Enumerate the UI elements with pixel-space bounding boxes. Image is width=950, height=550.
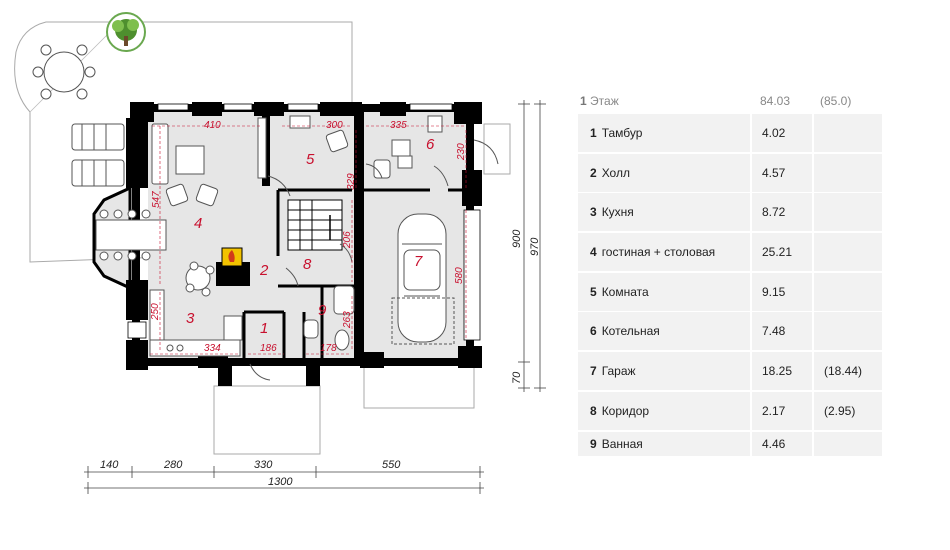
boiler-equipment [373, 115, 443, 179]
room-area: 4.02 [752, 114, 812, 152]
room-name: Кухня [601, 205, 634, 220]
car-icon [391, 213, 455, 345]
dim-right-70: 70 [511, 371, 523, 384]
room-area: 9.15 [752, 272, 812, 311]
dim-334: 334 [204, 343, 221, 354]
room-area: 25.21 [752, 233, 812, 272]
dim-total-1300: 1300 [268, 476, 293, 488]
dim-206: 206 [342, 231, 353, 249]
room-name: гостиная + столовая [601, 245, 716, 260]
room-area-alt [814, 312, 882, 351]
room-number-6: 6 [426, 136, 435, 153]
room-area: 8.72 [752, 193, 812, 232]
room-area: 18.25 [752, 352, 812, 391]
room-area: 2.17 [752, 391, 812, 430]
dim-230: 230 [456, 143, 467, 161]
dim-300: 300 [326, 120, 343, 131]
wall-blocks [126, 102, 482, 386]
living-room-furniture [95, 117, 267, 297]
room-area: 4.46 [752, 431, 812, 456]
dim-right-900: 900 [511, 229, 523, 248]
room-number-1: 1 [260, 320, 268, 337]
kitchen-counters [149, 289, 243, 357]
dim-right-970: 970 [529, 237, 541, 256]
garage-apron [363, 363, 475, 409]
dim-bottom-280: 280 [163, 459, 183, 471]
room-area-alt [814, 153, 882, 192]
outer-dimension-lines [84, 100, 546, 494]
staircase [287, 199, 343, 251]
dim-250: 250 [150, 303, 161, 321]
room-area-alt [814, 431, 882, 456]
room-area-alt [814, 114, 882, 152]
room-name: Коридор [601, 403, 650, 418]
room-number-7: 7 [414, 253, 423, 270]
room-area-alt: (18.44) [814, 352, 882, 391]
room-name: Холл [601, 165, 630, 180]
terrace-table-icon [32, 44, 96, 100]
room-area: 7.48 [752, 312, 812, 351]
dim-547: 547 [151, 191, 162, 208]
tree-logo-icon [106, 12, 146, 52]
room-area-alt: (2.95) [814, 391, 882, 430]
dim-178: 178 [320, 343, 337, 354]
room-name: Гараж [601, 364, 636, 379]
room-name: Комната [601, 284, 649, 299]
room-area: 4.57 [752, 153, 812, 192]
floor-area-alt: (85.0) [820, 94, 852, 108]
floor-label: Этаж [590, 94, 619, 108]
room-number-5: 5 [306, 151, 315, 168]
room-name: Котельная [601, 324, 660, 339]
room-area-alt [814, 272, 882, 311]
bedroom-furniture [289, 115, 349, 153]
room-number-2: 2 [259, 262, 269, 279]
room-number-3: 3 [186, 310, 195, 327]
room-name: Тамбур [601, 126, 643, 140]
dim-bottom-140: 140 [100, 459, 119, 471]
room-number-8: 8 [303, 256, 312, 273]
sun-lounger-icon [71, 123, 125, 187]
room-area-alt [814, 233, 882, 272]
dim-335: 335 [390, 120, 407, 131]
floor-summary-row: 1 Этаж 84.03 (85.0) [578, 88, 898, 114]
dim-bottom-550: 550 [382, 459, 401, 471]
dim-410: 410 [204, 120, 221, 131]
entrance-porch [213, 385, 321, 455]
door-swings [249, 139, 499, 381]
floor-area: 84.03 [760, 94, 791, 108]
bathroom-fixtures [303, 285, 355, 351]
fireplace-icon [216, 247, 250, 286]
dim-263: 263 [342, 311, 353, 329]
room-number-9: 9 [318, 302, 327, 319]
dim-bottom-330: 330 [254, 459, 273, 471]
room-name: Ванная [601, 436, 643, 451]
dim-329: 329 [346, 173, 357, 190]
floor-number: 1 [580, 94, 587, 108]
dim-580: 580 [454, 267, 465, 284]
room-number-4: 4 [194, 215, 202, 232]
room-area-alt [814, 193, 882, 232]
dim-186: 186 [260, 343, 277, 354]
